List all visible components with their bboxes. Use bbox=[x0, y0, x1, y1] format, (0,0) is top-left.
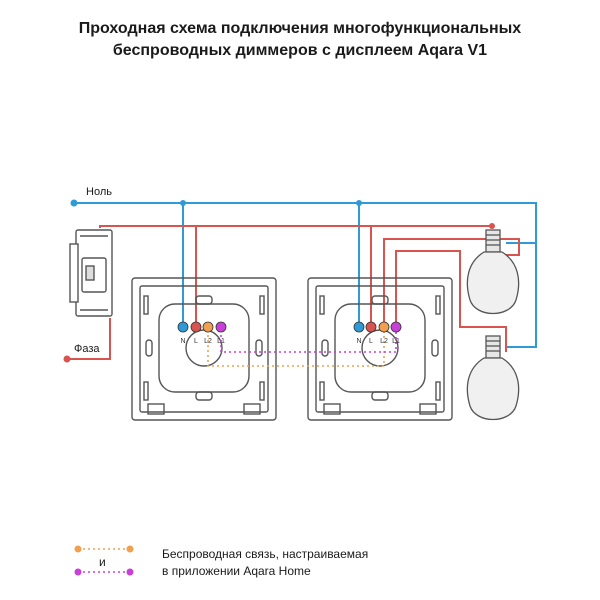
terminal-dot bbox=[190, 321, 202, 333]
page-title: Проходная схема подключения многофункцио… bbox=[0, 18, 600, 62]
terminal-dot bbox=[215, 321, 227, 333]
title-line-1: Проходная схема подключения многофункцио… bbox=[78, 20, 522, 37]
terminal-label: L bbox=[369, 338, 373, 345]
legend-line-2: в приложении Aqara Home bbox=[162, 564, 311, 578]
neutral-wires bbox=[74, 202, 537, 348]
terminal-dot bbox=[353, 321, 365, 333]
terminal-label: N bbox=[356, 338, 361, 345]
circuit-breaker bbox=[69, 229, 113, 317]
right-dimmer bbox=[307, 277, 453, 421]
terminal-label: L2 bbox=[204, 338, 212, 345]
legend-and: и bbox=[99, 555, 106, 569]
neutral-junction-1 bbox=[180, 200, 186, 206]
terminal-label: N bbox=[180, 338, 185, 345]
title-line-2: беспроводных диммеров с дисплеем Aqara V… bbox=[112, 42, 488, 59]
legend-line-1: Беспроводная связь, настраиваемая bbox=[162, 547, 369, 561]
left-terminals bbox=[177, 321, 227, 333]
neutral-label: Ноль bbox=[86, 186, 112, 198]
neutral-junction-2 bbox=[356, 200, 362, 206]
phase-label: Фаза bbox=[74, 343, 100, 355]
terminal-dot bbox=[378, 321, 390, 333]
terminal-dot bbox=[202, 321, 214, 333]
wireless-links bbox=[207, 330, 397, 367]
terminal-dot bbox=[390, 321, 402, 333]
terminal-dot bbox=[177, 321, 189, 333]
phase-terminal-dot bbox=[63, 355, 71, 363]
terminal-dot bbox=[365, 321, 377, 333]
terminal-label: L1 bbox=[217, 338, 225, 345]
terminal-label: L1 bbox=[392, 338, 400, 345]
neutral-terminal-dot bbox=[70, 199, 78, 207]
terminal-label: L bbox=[194, 338, 198, 345]
legend-text: Беспроводная связь, настраиваемая в прил… bbox=[162, 546, 368, 580]
bulb-icon bbox=[466, 335, 520, 420]
phase-wires bbox=[67, 225, 520, 360]
bulb-icon bbox=[466, 229, 520, 314]
legend-swatches bbox=[74, 545, 134, 576]
phase-junction bbox=[489, 223, 495, 229]
right-terminals bbox=[353, 321, 402, 333]
terminal-label: L2 bbox=[380, 338, 388, 345]
left-dimmer bbox=[131, 277, 277, 421]
